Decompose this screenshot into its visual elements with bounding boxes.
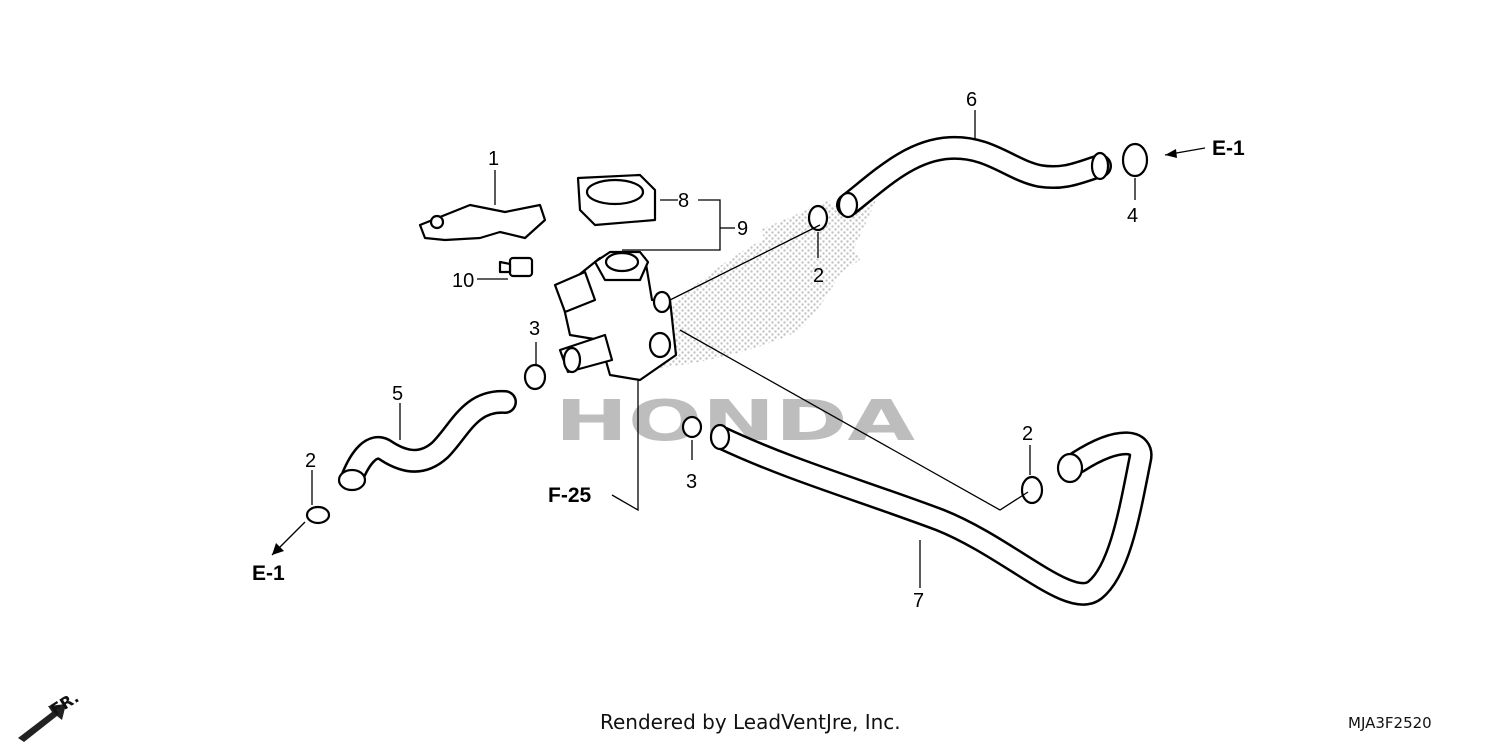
clamp-3-left[interactable] xyxy=(523,363,547,391)
clamp-2-upper[interactable] xyxy=(807,204,829,232)
callout-9[interactable]: 9 xyxy=(737,218,748,240)
callout-7[interactable]: 7 xyxy=(913,590,924,612)
diagram-code: MJA3F2520 xyxy=(1348,714,1432,732)
clamp-4[interactable] xyxy=(1121,142,1149,178)
bracket-1[interactable] xyxy=(418,203,547,242)
clamp-2-left[interactable] xyxy=(305,505,331,525)
air-suction-valve[interactable] xyxy=(553,250,678,382)
ref-e1-left[interactable]: E-1 xyxy=(252,562,285,585)
mount-rubber-8[interactable] xyxy=(576,173,657,227)
ref-f25[interactable]: F-25 xyxy=(548,484,592,507)
callout-2-upper[interactable]: 2 xyxy=(813,265,824,287)
arrow-e1-left xyxy=(271,521,306,556)
arrow-e1-right xyxy=(1164,147,1206,158)
hose-7[interactable] xyxy=(709,423,1153,606)
callout-8[interactable]: 8 xyxy=(678,190,689,212)
honda-watermark: HONDA xyxy=(555,190,916,454)
callout-2-right[interactable]: 2 xyxy=(1022,423,1033,445)
clamp-2-right[interactable] xyxy=(1020,475,1044,505)
bolt-10[interactable] xyxy=(498,256,534,278)
callout-1[interactable]: 1 xyxy=(488,148,499,170)
honda-wing-watermark xyxy=(640,190,880,370)
hose-5[interactable] xyxy=(337,390,517,492)
callout-4[interactable]: 4 xyxy=(1127,205,1138,227)
callout-2-left[interactable]: 2 xyxy=(305,450,316,472)
leader-lines xyxy=(311,110,1136,588)
callout-6[interactable]: 6 xyxy=(966,89,977,111)
callout-10[interactable]: 10 xyxy=(452,270,474,292)
front-direction-indicator: FR. xyxy=(18,688,82,742)
callout-3-left[interactable]: 3 xyxy=(529,318,540,340)
callout-5[interactable]: 5 xyxy=(392,383,403,405)
clamp-3-lower[interactable] xyxy=(681,415,703,439)
footer-credit: Rendered by LeadVentJre, Inc. xyxy=(600,710,901,734)
ref-e1-right[interactable]: E-1 xyxy=(1212,137,1245,160)
hose-6[interactable] xyxy=(836,135,1112,219)
callout-3-lower[interactable]: 3 xyxy=(686,471,697,493)
